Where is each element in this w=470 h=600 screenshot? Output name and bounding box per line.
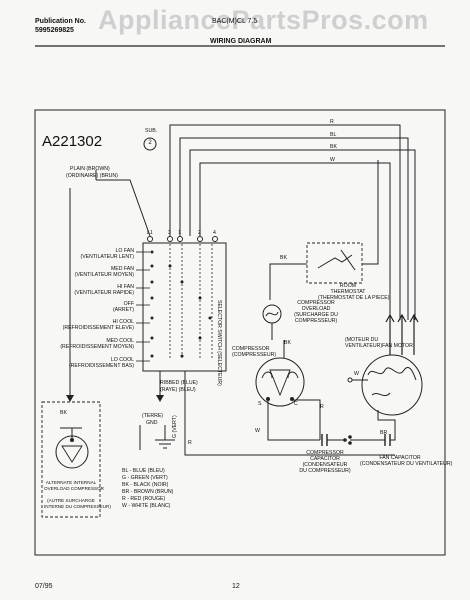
wire-bl — [179, 137, 409, 320]
arrow-plain — [66, 395, 74, 402]
node-r-bottom: R — [188, 440, 192, 446]
sub-label: SUB. — [145, 128, 158, 134]
ribbed-label: RIBBED (BLUE) — [160, 380, 198, 386]
legend-w: W - WHITE (BLANC) — [122, 503, 171, 509]
node-c: C — [294, 401, 298, 407]
node-bk-alt: BK — [60, 410, 67, 416]
footer-page: 12 — [232, 583, 240, 590]
wire-label-bk: BK — [330, 144, 337, 150]
wire-label-r: R — [330, 119, 334, 125]
legend-bl: BL - BLUE (BLEU) — [122, 468, 165, 474]
wire-r — [169, 124, 401, 320]
top-harness — [169, 124, 416, 320]
legend-bk: BK - BLACK (NOIR) — [122, 482, 169, 488]
ground-label-fr: (TERRE) — [142, 413, 164, 419]
compressor-circle — [255, 357, 305, 407]
terminal-4: 4 — [213, 230, 216, 236]
pos-med-fan: MED FAN(VENTILATEUR MOYEN) — [74, 266, 134, 278]
pos-med-cool: MED COOL(REFROIDISSEMENT MOYEN) — [60, 338, 134, 350]
node-bk-comp: BK — [284, 340, 291, 346]
terminals — [147, 236, 218, 242]
fan-capacitor-label: FAN CAPACITOR(CONDENSATEUR DU VENTILATEU… — [360, 455, 453, 467]
comp-capacitor — [321, 434, 328, 446]
terminal-1: 1 — [178, 230, 181, 236]
pos-hi-cool: HI COOL(REFROIDISSEMENT ELEVE) — [62, 319, 134, 331]
publication-label: Publication No. — [35, 18, 86, 25]
thermostat-element — [317, 254, 353, 269]
terminal-l1: L1 — [147, 230, 153, 236]
fan-motor-arrows — [385, 313, 419, 355]
publication-number: 5995269825 — [35, 27, 74, 34]
wire-bk-thermo — [269, 263, 290, 300]
switch-contacts — [150, 250, 212, 358]
diagram-id: A221302 — [42, 133, 103, 150]
model-text: BAC(M)CL 7.5 — [212, 18, 258, 25]
sub-circle — [143, 137, 157, 151]
wire-label-bl: BL — [330, 132, 337, 138]
thermostat-diag — [340, 249, 356, 271]
node-w-comp: W — [255, 428, 260, 434]
node-bk-thermo: BK — [280, 255, 287, 261]
thermostat-wires — [290, 160, 379, 265]
wire-w — [199, 162, 391, 320]
ground-symbol — [155, 439, 175, 449]
ground-label: GND — [146, 420, 158, 426]
terminal-3: 3 — [168, 230, 171, 236]
compressor-label: COMPRESSOR(COMPRESSEUR) — [232, 346, 277, 358]
legend-r: R - RED (ROUGE) — [122, 496, 166, 502]
legend-g: G - GREEN (VERT) — [122, 475, 168, 481]
wire-label-w: W — [330, 157, 335, 163]
wire-r-bottom — [184, 371, 395, 456]
wire-bk — [189, 149, 416, 320]
wire-plain — [95, 170, 151, 237]
terminal-2: 2 — [198, 230, 201, 236]
ground-wire-label: G (VERT) — [172, 415, 178, 438]
switch-links — [169, 244, 213, 360]
node-s: S — [258, 401, 262, 407]
footer-date: 07/95 — [35, 583, 53, 590]
alt-overload-box — [41, 401, 101, 518]
node-r-comp: R — [320, 404, 324, 410]
plain-label-fr: (ORDINAIRE) (BRUN) — [66, 173, 118, 179]
legend-br: BR - BROWN (BRUN) — [122, 489, 174, 495]
sub-number: 2 — [148, 140, 152, 146]
diagram-border — [34, 109, 446, 556]
section-title: WIRING DIAGRAM — [210, 38, 272, 45]
color-legend: BL - BLUE (BLEU) G - GREEN (VERT) BK - B… — [122, 468, 173, 510]
pos-lo-cool: LO COOL(REFROIDISSEMENT BAS) — [68, 357, 134, 369]
pos-lo-fan: LO FAN(VENTILATEUR LENT) — [80, 248, 134, 260]
pos-hi-fan: HI FAN(VENTILATEUR RAPIDE) — [74, 284, 134, 296]
plain-label: PLAIN (BROWN) — [70, 166, 110, 172]
fan-motor-circle — [361, 354, 423, 416]
node-br-fan: BR — [380, 430, 388, 436]
compressor-wires — [267, 399, 321, 441]
arrow-ribbed — [156, 395, 164, 402]
node-w-fan: W — [354, 371, 359, 377]
selector-switch-box — [142, 242, 227, 372]
position-leaders — [136, 251, 150, 362]
pos-off: OFF(ARRET) — [112, 301, 134, 313]
thermostat-box — [306, 242, 363, 284]
watermark: AppliancePartsPros.com — [98, 5, 429, 35]
selector-switch-label: SELECTOR SWITCH (SELECTEUR) — [216, 300, 222, 386]
ribbed-label-fr: (RAYE) (BLEU) — [160, 387, 196, 393]
